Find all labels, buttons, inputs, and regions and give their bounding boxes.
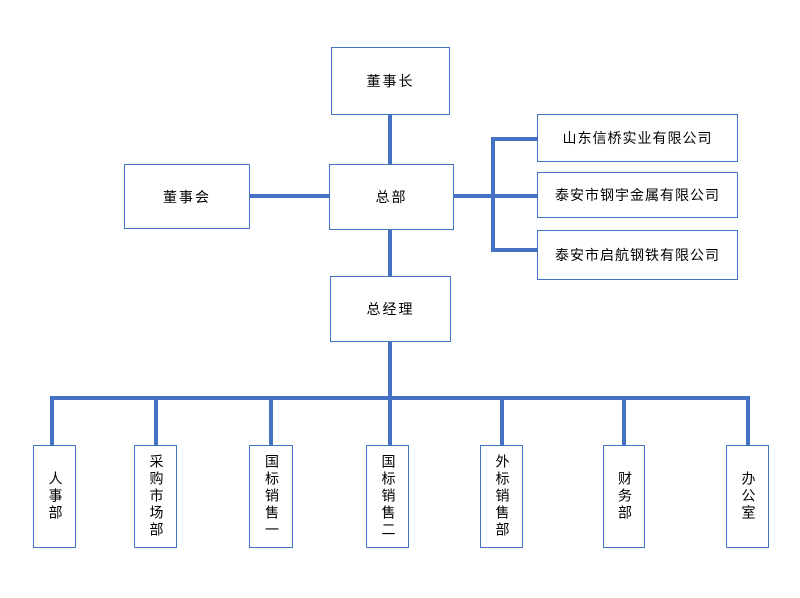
node-company-3: 泰安市启航钢铁有限公司 bbox=[537, 230, 738, 280]
node-company-1: 山东信桥实业有限公司 bbox=[537, 114, 738, 162]
node-dept-5: 外标销售部 bbox=[480, 445, 523, 548]
connector-chairman-hq bbox=[388, 114, 392, 165]
connector-drop-dept-7 bbox=[746, 396, 750, 445]
node-company-2: 泰安市钢宇金属有限公司 bbox=[537, 172, 738, 218]
node-dept-7: 办公室 bbox=[726, 445, 769, 548]
connector-drop-dept-3 bbox=[269, 396, 273, 445]
node-dept-2: 采购市场部 bbox=[134, 445, 177, 548]
node-dept-1: 人事部 bbox=[33, 445, 76, 548]
node-gm: 总经理 bbox=[330, 276, 451, 342]
connector-board-hq bbox=[249, 194, 330, 198]
connector-drop-dept-5 bbox=[500, 396, 504, 445]
node-board: 董事会 bbox=[124, 164, 250, 229]
connector-company3-stub bbox=[491, 248, 538, 252]
node-hq: 总部 bbox=[329, 164, 454, 230]
connector-company1-stub bbox=[491, 137, 538, 141]
connector-drop-dept-1 bbox=[50, 396, 54, 445]
connector-gm-down bbox=[388, 341, 392, 400]
connector-departments-horizontal bbox=[50, 396, 750, 400]
connector-hq-companies bbox=[453, 194, 538, 198]
connector-drop-dept-6 bbox=[622, 396, 626, 445]
connector-drop-dept-4 bbox=[388, 396, 392, 445]
node-dept-4: 国标销售二 bbox=[366, 445, 409, 548]
connector-hq-gm bbox=[388, 229, 392, 277]
connector-drop-dept-2 bbox=[154, 396, 158, 445]
node-chairman: 董事长 bbox=[331, 47, 450, 115]
node-dept-3: 国标销售一 bbox=[249, 445, 293, 548]
node-dept-6: 财务部 bbox=[603, 445, 645, 548]
connector-companies-trunk bbox=[491, 137, 495, 252]
